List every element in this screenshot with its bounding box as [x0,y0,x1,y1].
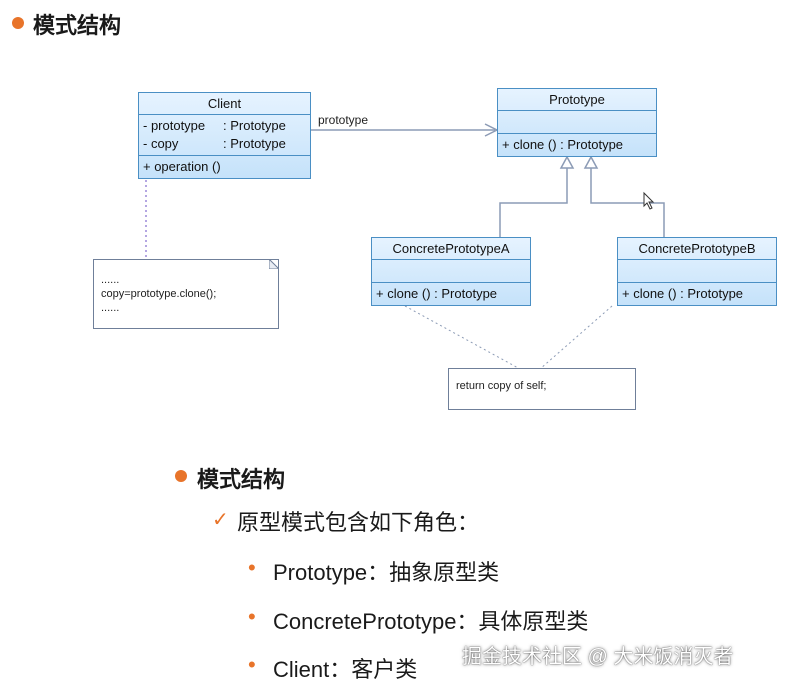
top-heading: 模式结构 [33,13,122,38]
watermark: 掘金技术社区 @ 大米饭消灭者 [462,646,734,668]
content-heading: 模式结构 [197,467,286,492]
roles-intro: 原型模式包含如下角色： [237,510,480,535]
concrete-note[interactable]: return copy of self; [448,368,636,410]
attribute-type: : Prototype [223,118,286,133]
client-attributes: - prototype : Prototype - copy : Prototy… [139,115,310,156]
generalization-arrow-a [559,155,575,169]
concrete-prototype-b-box[interactable]: ConcretePrototypeB + clone () : Prototyp… [617,237,777,306]
association-label: prototype [318,113,369,127]
generalization-arrow-b [583,155,599,169]
checkmark-icon: ✓ [212,509,229,531]
prototype-operations: + clone () : Prototype [498,134,656,156]
concrete-b-attributes [618,260,776,283]
concrete-b-note-anchor [539,305,613,370]
concrete-a-attributes [372,260,530,283]
client-note-line: ...... [101,274,120,286]
attribute-type: : Prototype [223,136,286,151]
note-fold-icon [269,259,279,269]
prototype-class-box[interactable]: Prototype + clone () : Prototype [497,88,657,157]
attribute-name: - copy [143,136,179,151]
client-note-line: copy=prototype.clone(); [101,288,217,300]
mouse-cursor-icon [643,191,655,210]
client-attribute-row: - prototype : Prototype [143,117,306,135]
attribute-name: - prototype [143,118,206,133]
concrete-b-class-name: ConcretePrototypeB [618,238,776,260]
generalization-line-a [499,168,568,238]
content-heading-bullet-icon [175,470,187,482]
generalization-line-b [590,168,665,238]
concrete-b-operations: + clone () : Prototype [618,283,776,305]
bullet-icon: • [248,555,256,580]
client-class-box[interactable]: Client - prototype : Prototype - copy : … [138,92,311,179]
concrete-b-operation: + clone () : Prototype [622,286,744,301]
client-note[interactable]: ...... copy=prototype.clone(); ...... [93,259,279,329]
client-operations: + operation () [139,156,310,178]
bullet-icon: • [248,604,256,629]
concrete-prototype-a-box[interactable]: ConcretePrototypeA + clone () : Prototyp… [371,237,531,306]
role-item: Client：客户类 [273,657,418,682]
role-item: ConcretePrototype：具体原型类 [273,609,589,634]
prototype-attributes [498,111,656,134]
concrete-a-note-anchor [404,305,521,370]
concrete-a-operation: + clone () : Prototype [376,286,498,301]
concrete-a-class-name: ConcretePrototypeA [372,238,530,260]
concrete-note-text: return copy of self; [456,380,547,392]
prototype-operation: + clone () : Prototype [502,137,624,152]
bullet-icon: • [248,652,256,677]
prototype-class-name: Prototype [498,89,656,111]
client-note-line: ...... [101,302,120,314]
client-attribute-row: - copy : Prototype [143,135,306,153]
client-operation: + operation () [143,159,221,174]
concrete-a-operations: + clone () : Prototype [372,283,530,305]
role-item: Prototype：抽象原型类 [273,560,500,585]
client-class-name: Client [139,93,310,115]
diagram-connectors [145,123,665,370]
heading-bullet-icon [12,17,24,29]
